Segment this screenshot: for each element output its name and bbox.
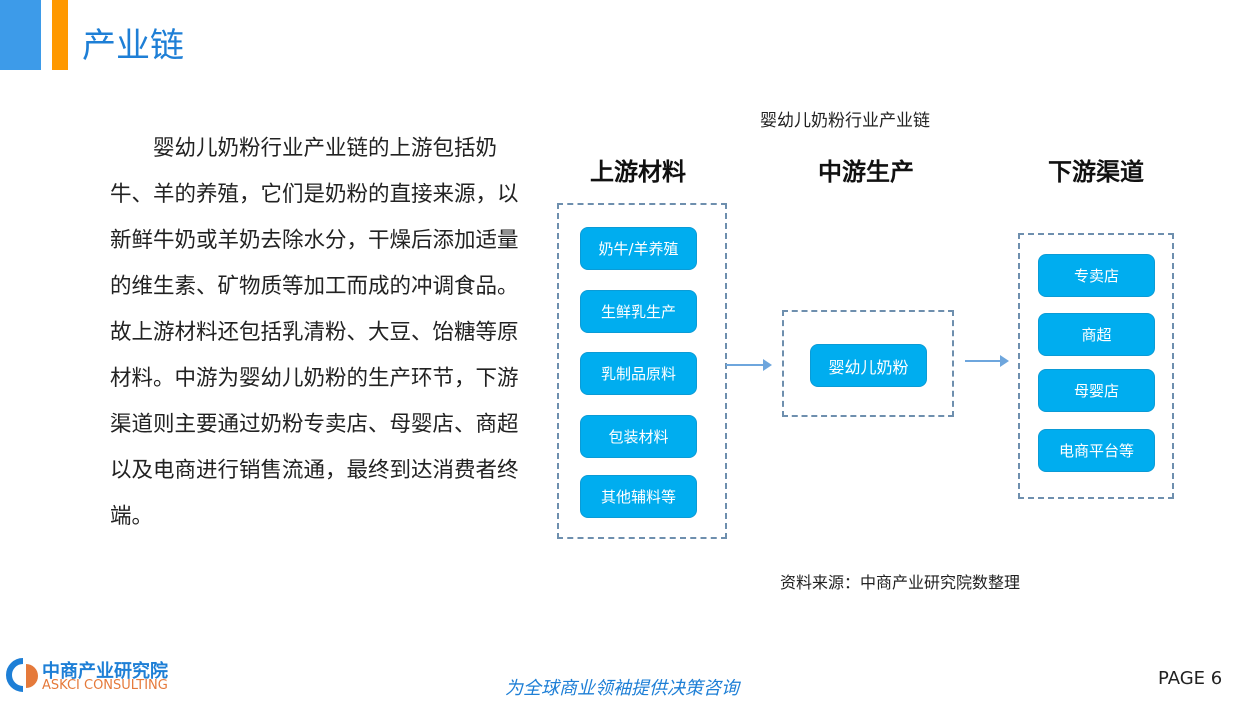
node-upstream: 生鲜乳生产 bbox=[580, 290, 697, 333]
body-paragraph: 婴幼儿奶粉行业产业链的上游包括奶牛、羊的养殖，它们是奶粉的直接来源，以新鲜牛奶或… bbox=[110, 136, 519, 529]
header-accent-orange bbox=[52, 0, 68, 70]
node-upstream: 包装材料 bbox=[580, 415, 697, 458]
logo-text-en: ASKCI CONSULTING bbox=[42, 678, 168, 693]
node-upstream: 其他辅料等 bbox=[580, 475, 697, 518]
source-note: 资料来源：中商产业研究院数整理 bbox=[780, 573, 1021, 592]
node-downstream: 商超 bbox=[1038, 313, 1155, 356]
node-downstream: 母婴店 bbox=[1038, 369, 1155, 412]
arrow-right-icon bbox=[965, 355, 1009, 367]
page-title: 产业链 bbox=[82, 26, 184, 66]
node-midstream: 婴幼儿奶粉 bbox=[810, 344, 927, 387]
column-midstream: 中游生产 bbox=[818, 158, 914, 186]
footer-slogan: 为全球商业领袖提供决策咨询 bbox=[505, 678, 739, 699]
askci-logo-icon bbox=[6, 658, 38, 692]
node-downstream: 电商平台等 bbox=[1038, 429, 1155, 472]
node-downstream: 专卖店 bbox=[1038, 254, 1155, 297]
column-downstream: 下游渠道 bbox=[1048, 158, 1144, 186]
node-upstream: 乳制品原料 bbox=[580, 352, 697, 395]
header-accent-blue bbox=[0, 0, 41, 70]
page-number: PAGE 6 bbox=[1158, 668, 1223, 689]
upstream-group bbox=[557, 203, 727, 539]
logo-text-cn: 中商产业研究院 bbox=[42, 661, 168, 682]
downstream-group bbox=[1018, 233, 1174, 499]
column-upstream: 上游材料 bbox=[590, 158, 686, 186]
midstream-group bbox=[782, 310, 954, 417]
node-upstream: 奶牛/羊养殖 bbox=[580, 227, 697, 270]
arrow-right-icon bbox=[726, 359, 772, 371]
diagram-title: 婴幼儿奶粉行业产业链 bbox=[760, 111, 930, 131]
